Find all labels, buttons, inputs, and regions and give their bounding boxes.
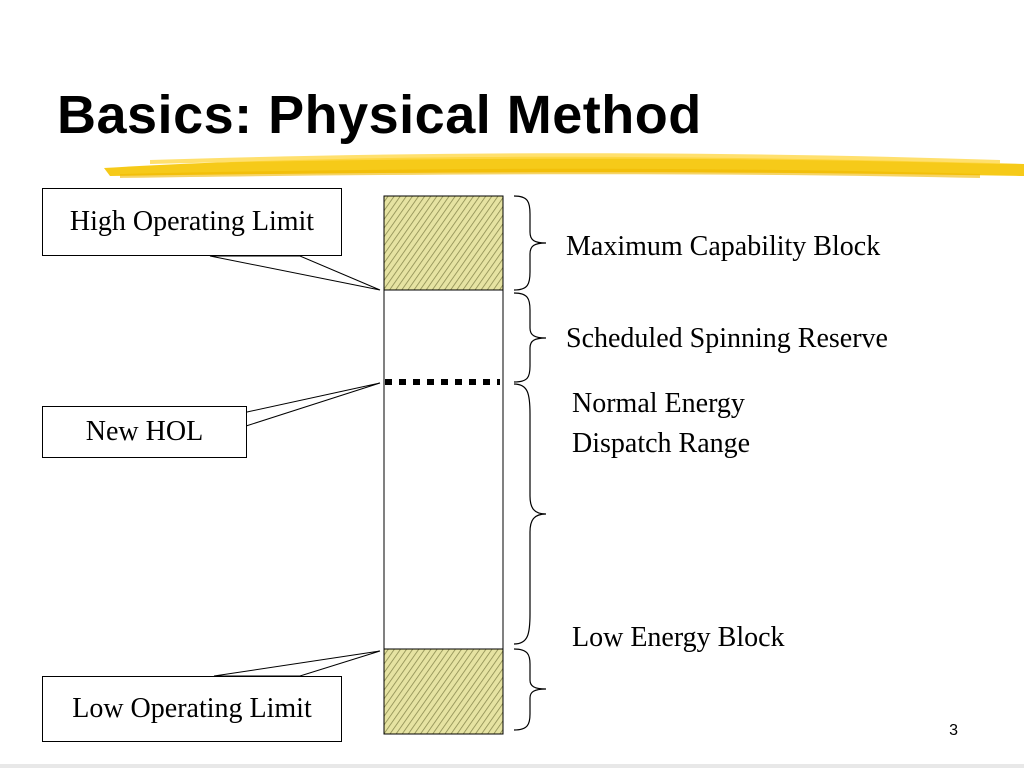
low-operating-limit-pointer <box>213 650 381 677</box>
high-operating-limit-label: High Operating Limit <box>69 206 315 237</box>
bottom-rule <box>0 764 1024 768</box>
brace-normal-energy-dispatch-range <box>513 383 547 645</box>
brace-maximum-capability <box>513 195 547 291</box>
high-operating-limit-pointer <box>209 255 381 291</box>
low-energy-block-fill <box>383 648 504 735</box>
low-operating-limit-label: Low Operating Limit <box>72 693 312 724</box>
normal-energy-label: Normal Energy <box>572 388 745 419</box>
low-operating-limit-callout: Low Operating Limit <box>42 676 342 742</box>
maximum-capability-block-fill <box>383 195 504 291</box>
title-underline-brush <box>104 153 1024 178</box>
brace-scheduled-spinning-reserve <box>513 292 547 383</box>
page-number: 3 <box>949 722 958 739</box>
high-operating-limit-callout: High Operating Limit <box>42 188 342 256</box>
scheduled-spinning-reserve-label: Scheduled Spinning Reserve <box>566 323 888 354</box>
new-hol-label: New HOL <box>85 416 204 447</box>
maximum-capability-block-label: Maximum Capability Block <box>566 231 881 262</box>
new-hol-callout: New HOL <box>42 406 247 458</box>
slide-title: Basics: Physical Method <box>57 85 702 145</box>
dispatch-range-label: Dispatch Range <box>572 428 751 459</box>
brace-low-energy-block <box>513 648 547 731</box>
new-hol-pointer <box>237 382 381 427</box>
low-energy-block-label: Low Energy Block <box>572 622 785 653</box>
